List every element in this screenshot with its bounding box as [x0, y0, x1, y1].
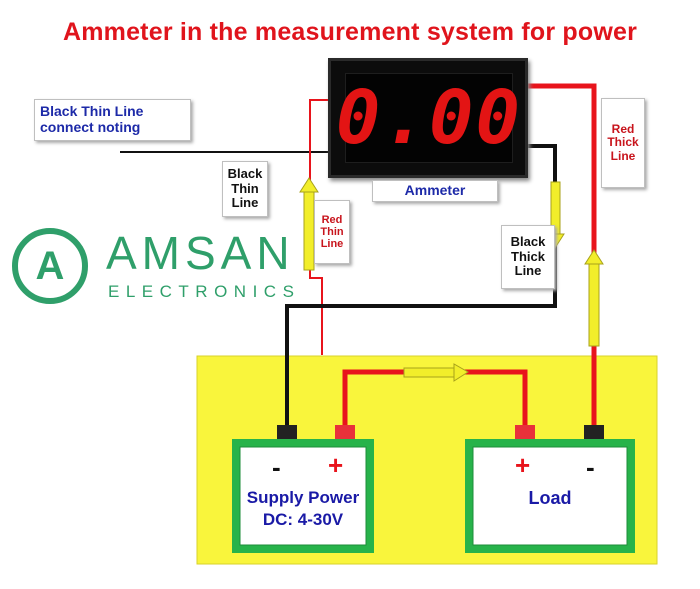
supply-minus-sign: - — [272, 452, 281, 482]
load-minus-terminal — [584, 425, 604, 439]
ammeter-reading: 0.00 — [335, 73, 523, 163]
label-black-thin-line-note: Black Thin Line connect noting — [34, 99, 191, 141]
load-minus-sign: - — [586, 452, 595, 482]
label-red-thick-line: Red Thick Line — [601, 98, 645, 188]
brand-name: AMSAN — [106, 227, 295, 279]
arrow-right-jumper — [403, 363, 469, 382]
brand-subtitle: ELECTRONICS — [108, 282, 301, 301]
brand-logo-letter: A — [35, 243, 65, 288]
brand-logo-ring — [12, 228, 88, 304]
supply-plus-terminal — [335, 425, 355, 439]
load-label: Load — [528, 488, 572, 508]
load-plus-sign: + — [515, 450, 531, 480]
diagram-title: Ammeter in the measurement system for po… — [62, 18, 638, 46]
load-box-face — [472, 446, 628, 546]
load-plus-terminal — [515, 425, 535, 439]
label-ammeter: Ammeter — [372, 180, 498, 202]
supply-plus-sign: + — [328, 450, 344, 480]
red-thin-wire — [309, 99, 330, 355]
supply-box-face — [239, 446, 367, 546]
supply-minus-terminal — [277, 425, 297, 439]
supply-power-label: Supply Power — [246, 488, 360, 507]
label-red-thin-line: Red Thin Line — [314, 200, 350, 264]
label-black-thin-line: Black Thin Line — [222, 161, 268, 217]
black-thick-wire — [285, 144, 557, 428]
label-black-thick-line: Black Thick Line — [501, 225, 555, 289]
arrow-up-red-thick — [584, 249, 604, 347]
ammeter-display: 0.00 — [328, 58, 528, 178]
supply-voltage-label: DC: 4-30V — [262, 510, 344, 529]
